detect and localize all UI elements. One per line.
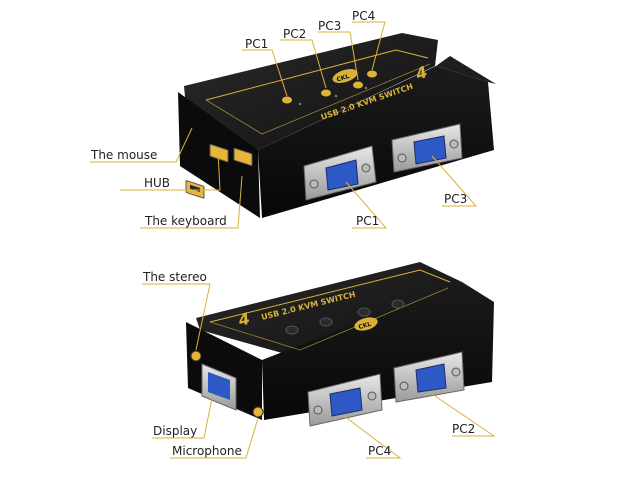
- vga-port-pc3[interactable]: [391, 123, 463, 173]
- callout-pc2-button: PC2: [283, 27, 307, 41]
- usb-port-hub[interactable]: [209, 143, 229, 163]
- callout-pc4-vga: PC4: [368, 444, 392, 458]
- vga-port-pc4[interactable]: [307, 373, 383, 427]
- brand-badge-bottom: [354, 317, 378, 331]
- svg-text:4: 4: [412, 62, 430, 84]
- svg-text:CKL: CKL: [358, 321, 372, 331]
- kvm-device-bottom: USB 2.0 KVM SWITCH 4 CKL: [186, 262, 494, 427]
- callout-display-port: Display: [153, 424, 198, 438]
- callout-leader-lines: [90, 21, 496, 459]
- callout-microphone-port: Microphone: [172, 444, 242, 458]
- callout-pc3-vga: PC3: [444, 192, 468, 206]
- callout-pc1-button: PC1: [245, 37, 269, 51]
- vga-port-pc2[interactable]: [393, 351, 465, 403]
- pc2-button-bottom[interactable]: [319, 317, 333, 327]
- brand-badge-top: [332, 69, 358, 83]
- callout-keyboard-port: The keyboard: [145, 214, 227, 228]
- callout-pc2-vga: PC2: [452, 422, 476, 436]
- device-bottom-top-face: [196, 262, 462, 358]
- usb-ports-top: [185, 143, 253, 199]
- callout-stereo-port: The stereo: [143, 270, 207, 284]
- pc1-button-bottom[interactable]: [285, 325, 299, 335]
- usb-port-keyboard[interactable]: [233, 147, 253, 167]
- svg-text:4: 4: [235, 309, 251, 330]
- pc1-button-top[interactable]: [282, 96, 292, 104]
- svg-text:CKL: CKL: [336, 73, 351, 84]
- pc4-button-top[interactable]: [367, 70, 377, 78]
- pc3-button-top[interactable]: [353, 81, 363, 89]
- callout-hub-port: HUB: [144, 176, 171, 190]
- vga-port-pc1[interactable]: [303, 145, 377, 201]
- kvm-device-top: USB 2.0 KVM SWITCH 4 CKL: [178, 33, 496, 218]
- callout-pc1-vga: PC1: [356, 214, 380, 228]
- pc3-button-bottom[interactable]: [357, 307, 371, 317]
- callout-pc4-button: PC4: [352, 9, 376, 23]
- callout-mouse-port: The mouse: [91, 148, 158, 162]
- pc4-button-bottom[interactable]: [391, 299, 405, 309]
- callout-pc3-button: PC3: [318, 19, 342, 33]
- microphone-jack[interactable]: [252, 406, 264, 418]
- pc2-button-top[interactable]: [321, 89, 331, 97]
- stereo-jack[interactable]: [190, 350, 202, 362]
